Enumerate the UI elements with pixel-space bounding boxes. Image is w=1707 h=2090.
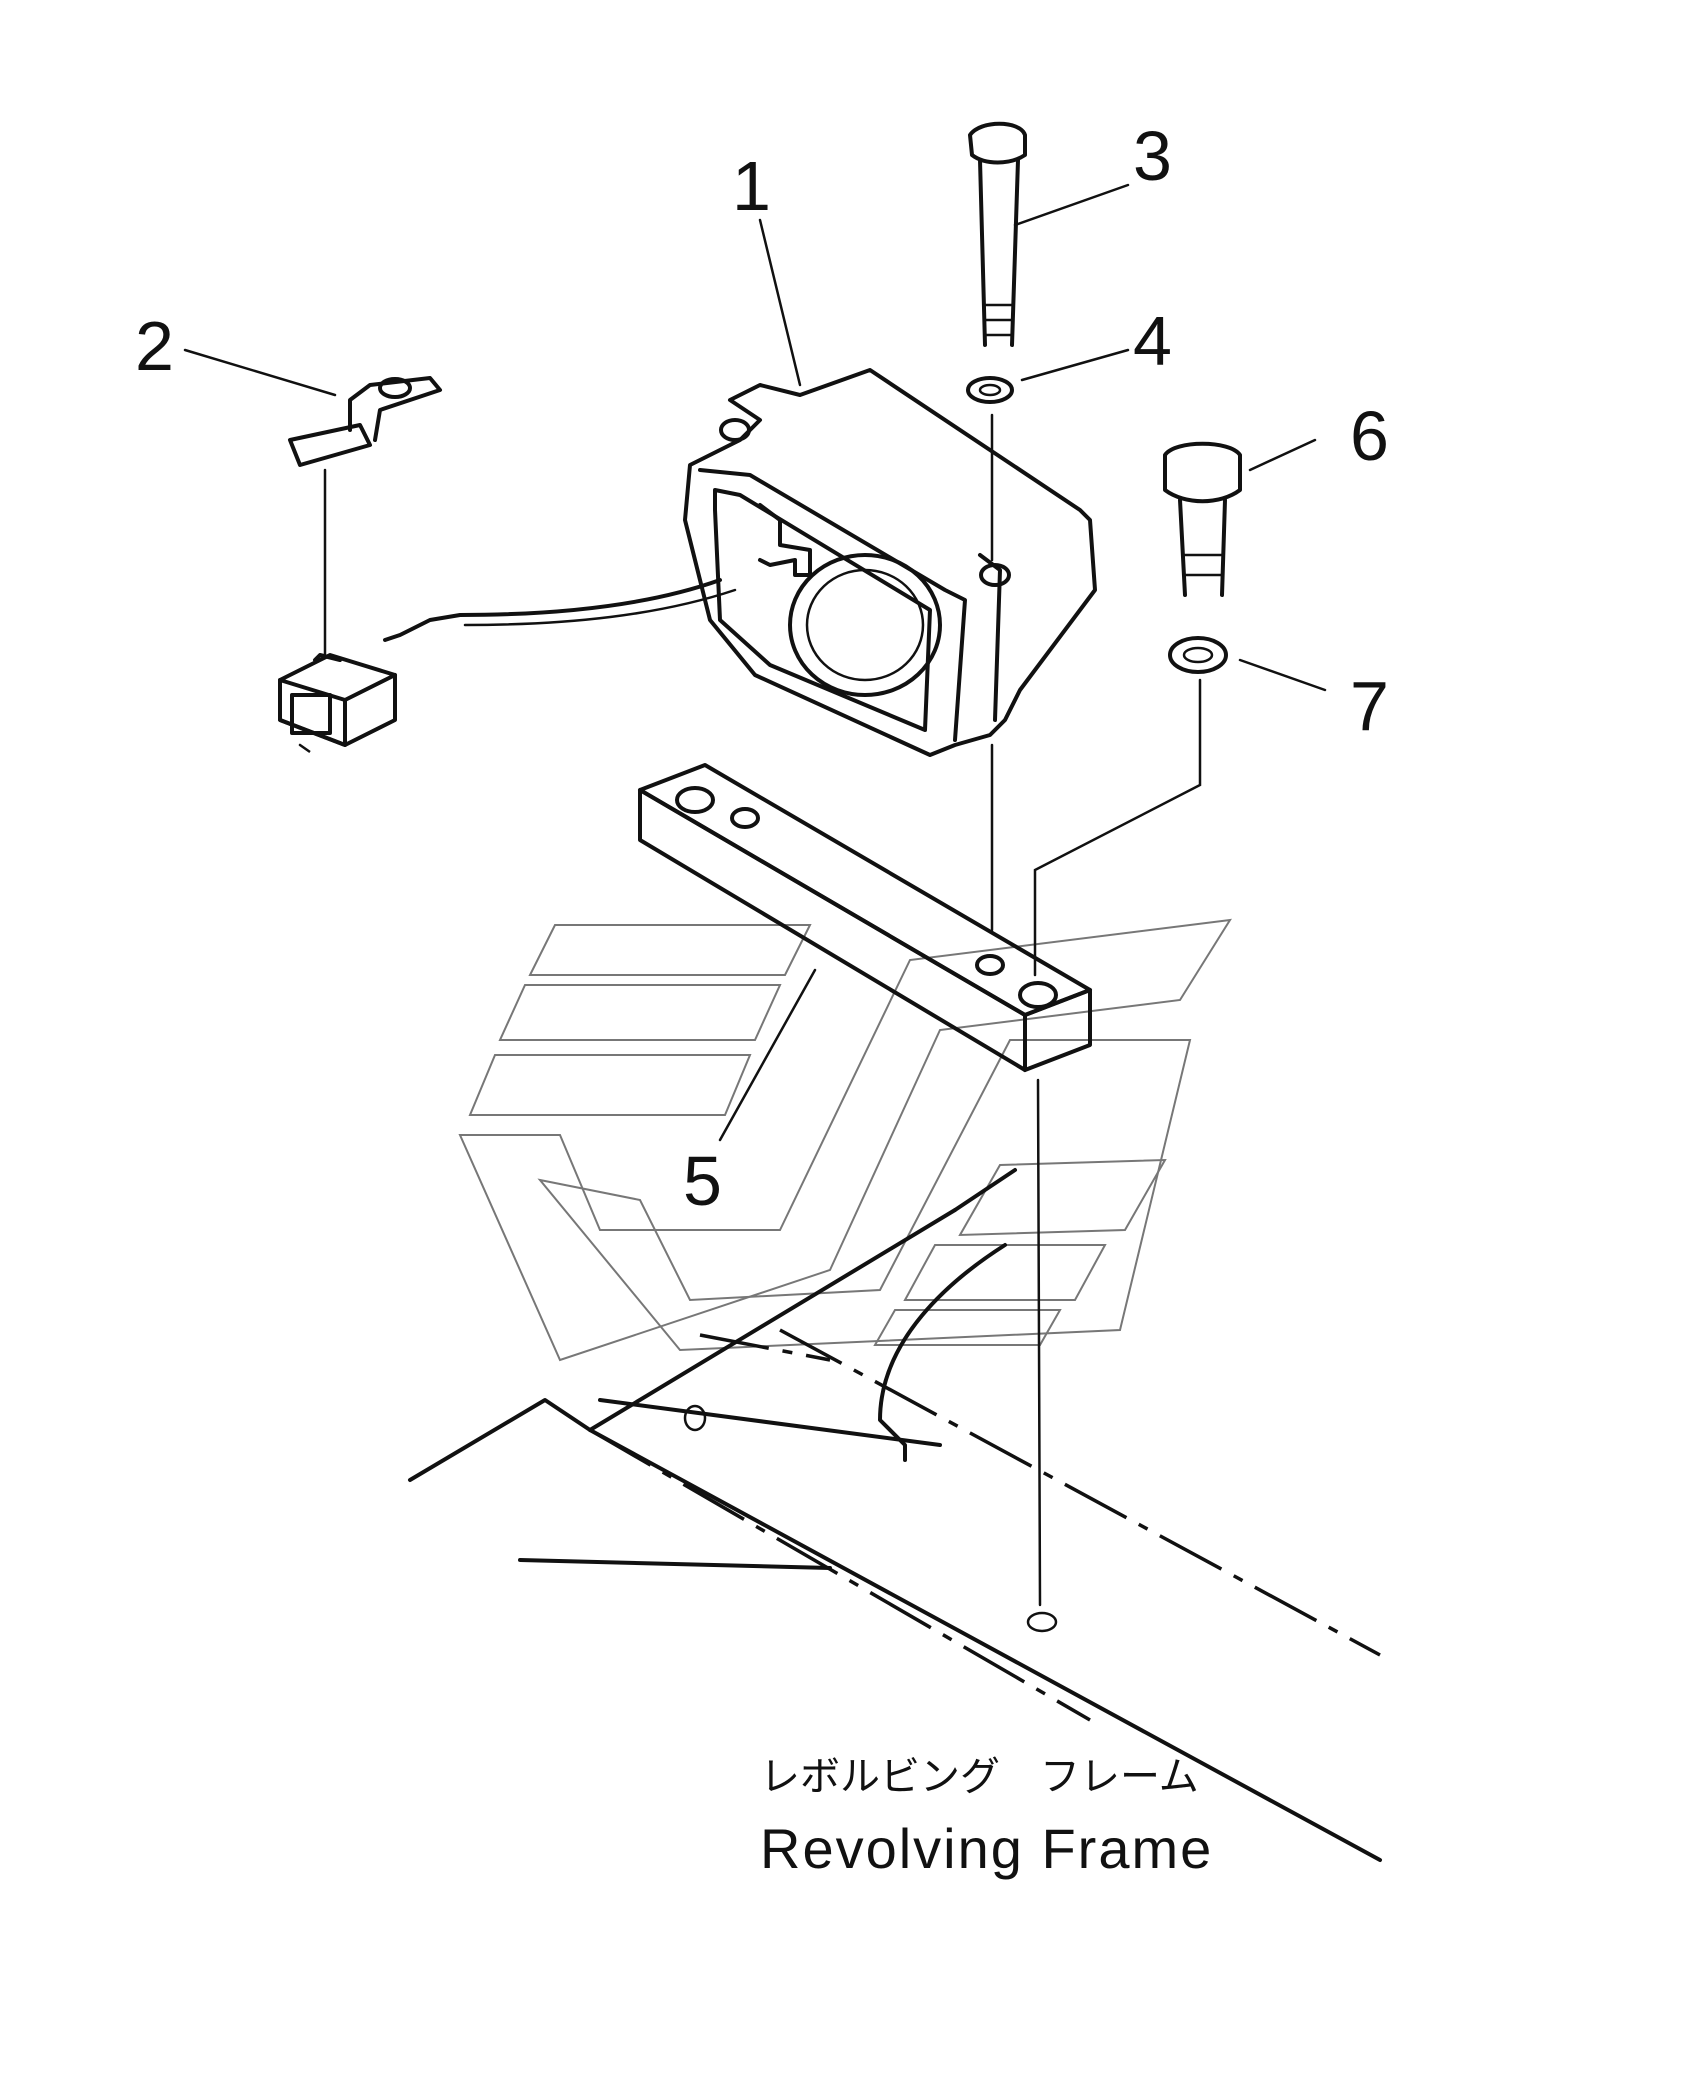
washer-7 [1168,636,1228,674]
caption-english: Revolving Frame [760,1817,1213,1880]
callout-7: 7 [1350,667,1389,745]
watermark-logo [458,918,1232,1362]
revolving-frame [408,1168,1382,1862]
alarm-buzzer [383,368,1097,757]
caption-japanese: レボルビング フレーム [760,1754,1199,1800]
assembly-lines [323,413,1202,1607]
callout-5: 5 [683,1142,722,1220]
long-bolt [968,121,1027,347]
callout-6: 6 [1350,397,1389,475]
callout-4: 4 [1133,302,1172,380]
bracket-clip [288,376,442,467]
washer-4 [966,376,1014,404]
callout-2: 2 [135,307,174,385]
short-bolt [1163,441,1242,597]
leader-lines [183,183,1327,1142]
callout-3: 3 [1133,117,1172,195]
mounting-bar [638,763,1092,1072]
connector [278,653,397,754]
callout-1: 1 [732,147,771,225]
